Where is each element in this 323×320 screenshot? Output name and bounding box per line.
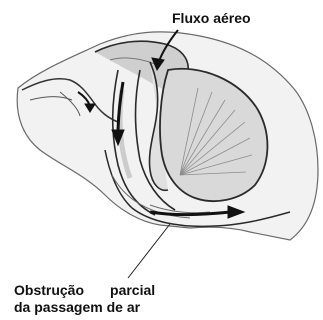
- obstruction-word1: Obstrução: [14, 282, 84, 298]
- obstruction-label: Obstrução parcial da passagem de ar: [14, 282, 155, 316]
- obstruction-word2: parcial: [110, 282, 155, 298]
- obstruction-leader-line: [128, 224, 170, 278]
- obstruction-label-line2: da passagem de ar: [14, 299, 155, 316]
- airflow-label: Fluxo aéreo: [172, 10, 251, 26]
- obstruction-label-line1: Obstrução parcial: [14, 282, 155, 299]
